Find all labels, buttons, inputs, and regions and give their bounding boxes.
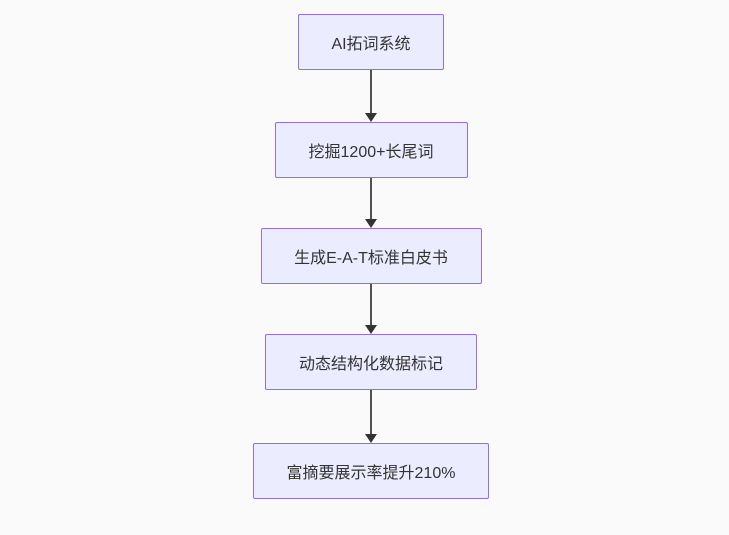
flow-node-structured-data: 动态结构化数据标记 [265, 334, 477, 390]
flow-node-label: 挖掘1200+长尾词 [308, 144, 434, 161]
arrow-line [370, 390, 372, 434]
arrowhead-down-icon [365, 434, 377, 443]
arrow-line [370, 70, 372, 113]
edge-arrow-1 [364, 70, 378, 122]
arrowhead-down-icon [365, 113, 377, 122]
arrowhead-down-icon [365, 219, 377, 228]
arrow-line [370, 284, 372, 325]
flow-node-label: 生成E-A-T标准白皮书 [294, 250, 448, 267]
flow-node-label: AI拓词系统 [331, 36, 411, 53]
arrowhead-down-icon [365, 325, 377, 334]
flow-node-eat-whitepaper: 生成E-A-T标准白皮书 [260, 228, 482, 284]
flow-node-rich-snippet-result: 富摘要展示率提升210% [253, 443, 489, 499]
flow-node-longtail-mining: 挖掘1200+长尾词 [274, 122, 468, 178]
edge-arrow-3 [364, 284, 378, 334]
flow-node-ai-word-system: AI拓词系统 [298, 14, 444, 70]
arrow-line [370, 178, 372, 219]
edge-arrow-4 [364, 390, 378, 443]
flow-node-label: 动态结构化数据标记 [298, 356, 443, 373]
edge-arrow-2 [364, 178, 378, 228]
flow-node-label: 富摘要展示率提升210% [286, 465, 456, 482]
flowchart-canvas: AI拓词系统 挖掘1200+长尾词 生成E-A-T标准白皮书 动态结构化数据标记… [253, 14, 489, 499]
